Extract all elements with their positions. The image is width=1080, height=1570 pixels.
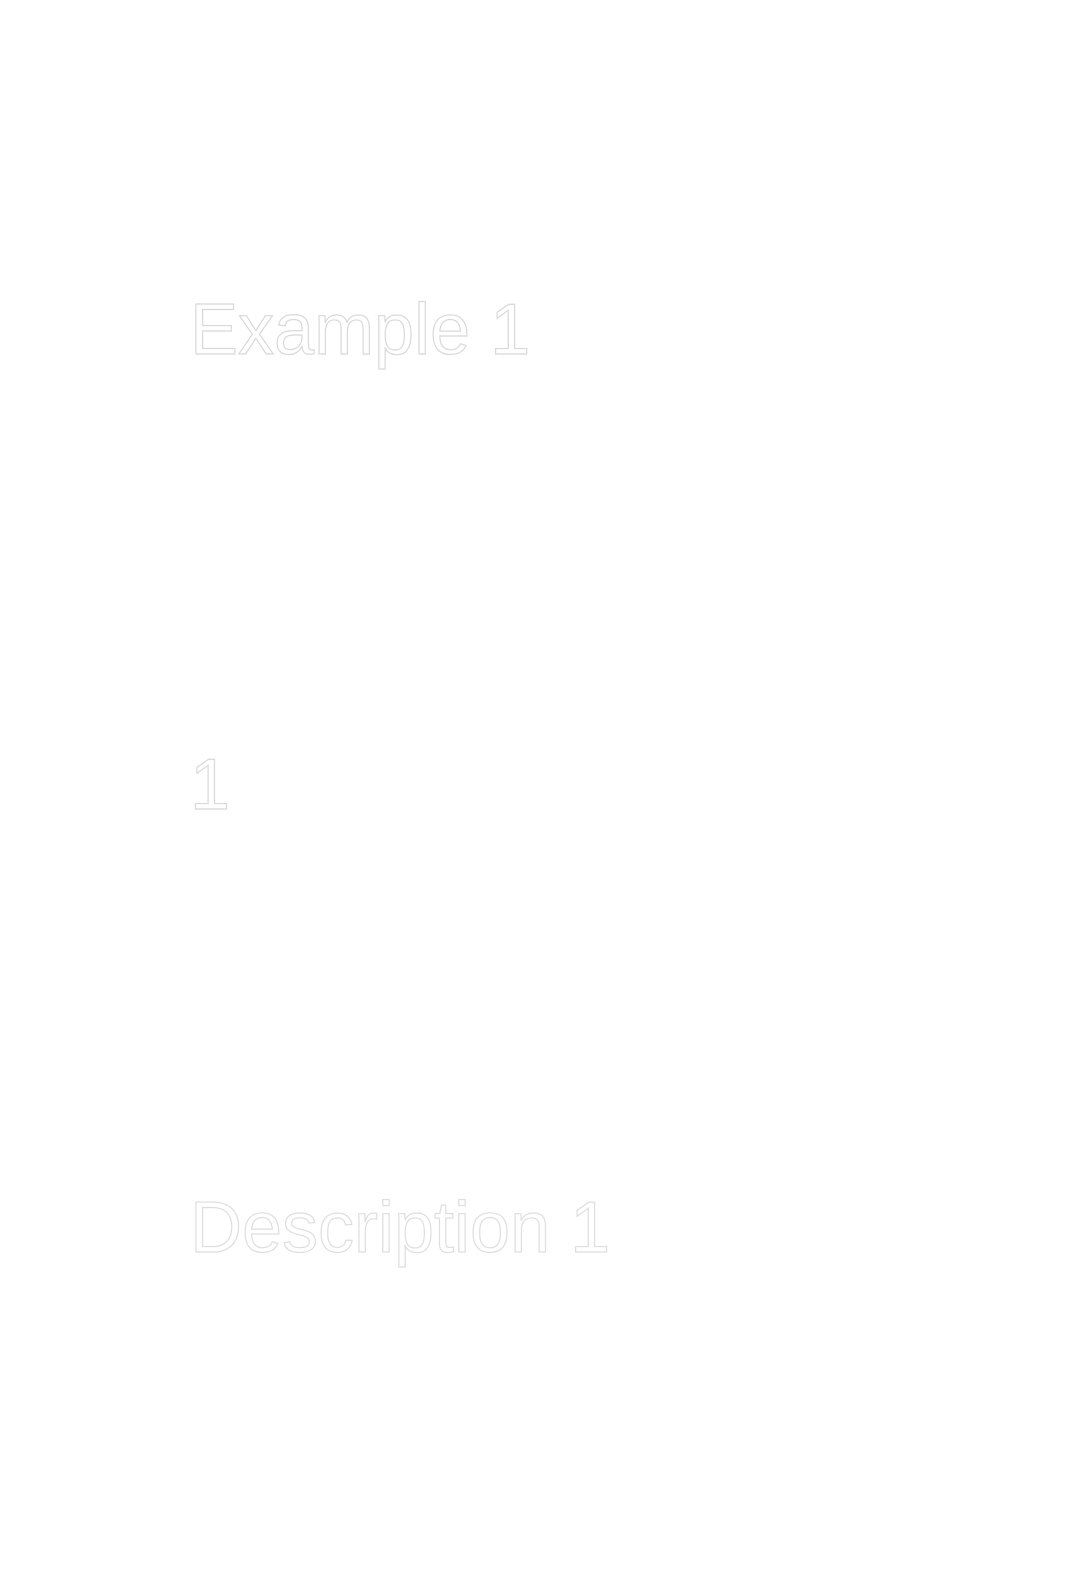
item-number: 1	[189, 745, 231, 825]
page-title: Example 1	[189, 290, 531, 370]
item-description: Description 1	[189, 1188, 611, 1268]
